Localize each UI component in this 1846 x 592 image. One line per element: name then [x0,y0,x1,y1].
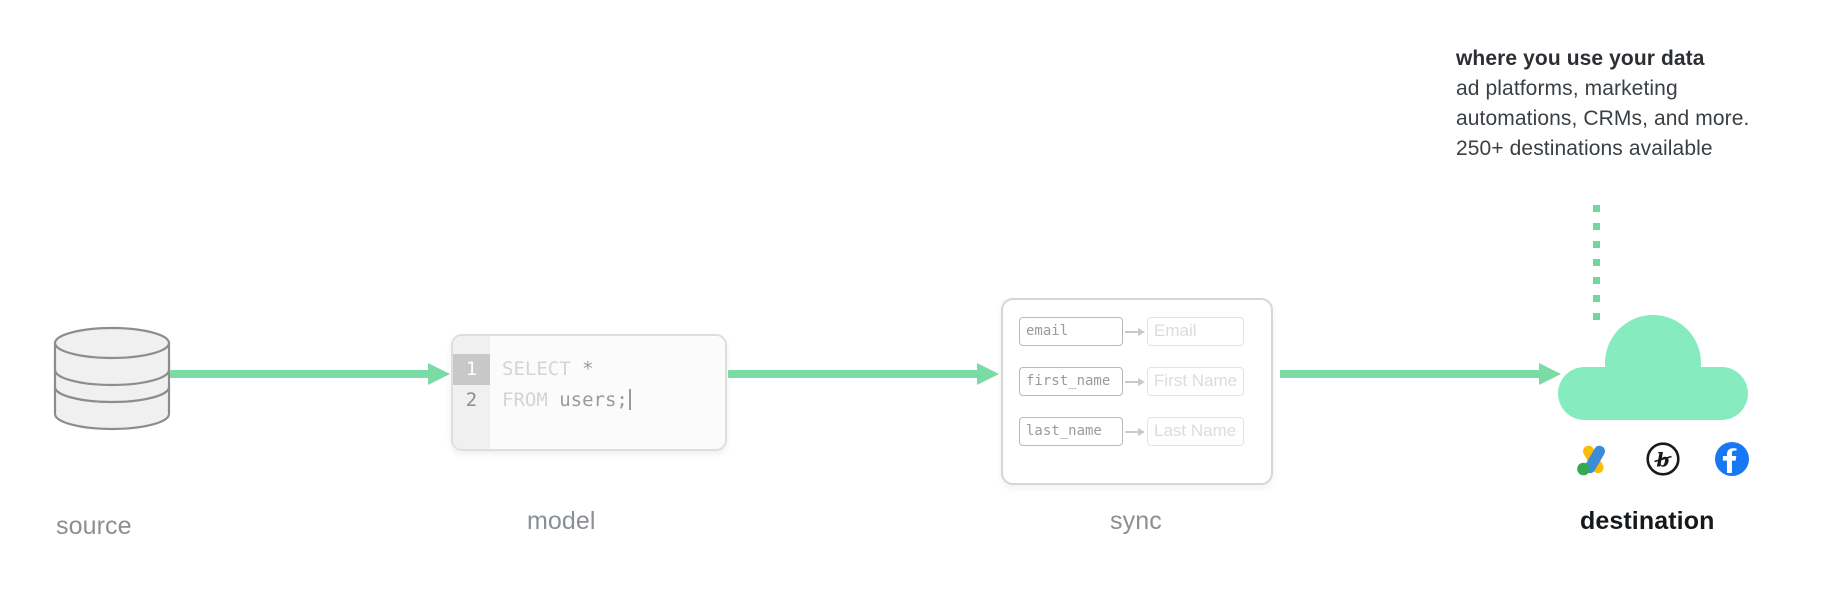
destination-brand-icons: b [1573,437,1753,481]
stage-label-source: source [56,512,132,540]
destination-field-last-name[interactable]: Last Name [1147,417,1244,446]
headline-title: where you use your data [1456,47,1705,70]
google-ads-icon[interactable] [1573,438,1615,480]
model-to-sync-arrow [728,363,1003,385]
headline-block: where you use your data ad platforms, ma… [1456,44,1846,164]
editor-code-area[interactable]: SELECT * FROM users; [490,336,725,449]
code-keyword-select: SELECT [502,358,571,380]
editor-gutter: 1 2 [453,336,490,449]
field-mapping-row[interactable]: first_name First Name [1019,367,1255,396]
source-field-email[interactable]: email [1019,317,1123,346]
headline-line-2: automations, CRMs, and more. [1456,107,1750,130]
stage-label-destination: destination [1580,507,1715,535]
source-database-icon [52,325,176,445]
mapping-arrow-icon [1123,327,1147,337]
model-code-editor[interactable]: 1 2 SELECT * FROM users; [451,334,727,451]
source-field-last-name[interactable]: last_name [1019,417,1123,446]
gutter-line-number-1: 1 [453,354,490,385]
svg-text:b: b [1656,450,1669,472]
source-to-model-arrow [170,363,450,385]
field-mapping-row[interactable]: last_name Last Name [1019,417,1255,446]
stage-label-model: model [527,507,596,535]
code-line-2: FROM users; [502,385,725,416]
source-field-first-name[interactable]: first_name [1019,367,1123,396]
headline-line-3: 250+ destinations available [1456,137,1713,160]
destination-field-first-name[interactable]: First Name [1147,367,1244,396]
mapping-arrow-icon [1123,427,1147,437]
field-mapping-row[interactable]: email Email [1019,317,1255,346]
code-rest-1: * [570,358,594,380]
text-cursor-icon [628,389,631,410]
destination-field-email[interactable]: Email [1147,317,1244,346]
mapping-arrow-icon [1123,377,1147,387]
gutter-line-number-2: 2 [465,389,478,411]
sync-to-destination-arrow [1280,363,1565,385]
facebook-icon[interactable] [1711,438,1753,480]
cloud-icon [1558,315,1748,420]
code-rest-2: users; [547,389,628,411]
code-line-1: SELECT * [502,354,725,385]
braze-icon[interactable]: b [1642,438,1684,480]
headline-line-1: ad platforms, marketing [1456,77,1678,100]
code-keyword-from: FROM [502,389,548,411]
stage-label-sync: sync [1110,507,1162,535]
sync-field-mapping-card[interactable]: email Email first_name First Name last_n… [1001,298,1273,485]
